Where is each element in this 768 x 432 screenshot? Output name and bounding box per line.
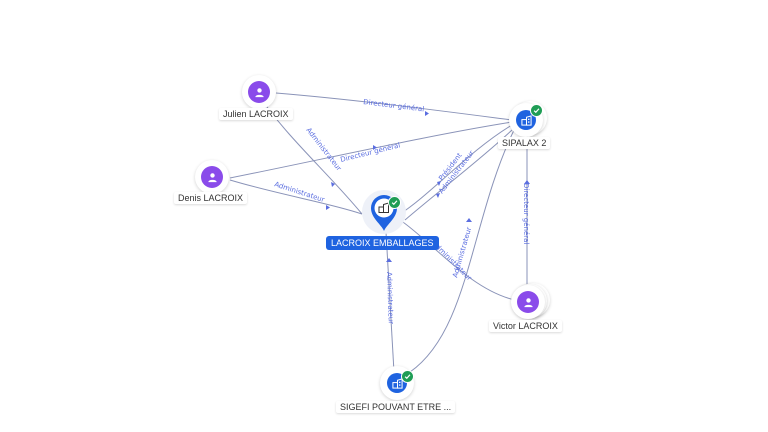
person-avatar — [248, 81, 270, 103]
edge-label-denis-lacroix: Administrateur — [273, 180, 325, 204]
arrow-sipalax-lacroix — [437, 181, 441, 186]
person-icon — [207, 172, 217, 182]
arrow-sipalax-lacroix-2 — [436, 193, 440, 198]
edge-denis-lacroix — [229, 179, 363, 215]
node-label-lacroix-emballages: LACROIX EMBALLAGES — [326, 236, 439, 250]
node-lacroix-emballages[interactable] — [362, 190, 406, 234]
node-label-sigefi: SIGEFI POUVANT ETRE ... — [336, 401, 456, 413]
node-denis-lacroix[interactable] — [195, 160, 229, 194]
building-icon — [520, 114, 532, 126]
edge-label-denis-sipalax: Directeur général — [340, 141, 402, 164]
edge-label-julien-sipalax: Directeur général — [363, 98, 425, 113]
node-label-denis: Denis LACROIX — [174, 192, 248, 204]
arrow-denis-lacroix — [326, 205, 330, 210]
person-icon — [523, 297, 533, 307]
edge-victor-lacroix — [399, 219, 516, 301]
person-icon — [254, 87, 264, 97]
node-sipalax-2[interactable] — [509, 101, 547, 137]
person-avatar — [201, 166, 223, 188]
edge-sigefi-sipalax — [409, 127, 516, 373]
edge-julien-sipalax — [275, 92, 513, 121]
arrow-sigefi-sipalax — [466, 218, 472, 222]
node-label-sipalax: SIPALAX 2 — [498, 137, 551, 149]
node-label-victor: Victor LACROIX — [489, 320, 562, 332]
edge-label-victor-sipalax: Directeur général — [522, 183, 530, 244]
edge-sipalax-lacroix — [399, 124, 513, 215]
node-sigefi[interactable] — [380, 366, 414, 400]
person-avatar — [517, 291, 539, 313]
arrow-denis-sipalax — [373, 145, 377, 150]
edge-label-julien-lacroix: Administrateur — [304, 126, 343, 172]
arrow-julien-lacroix — [331, 182, 335, 187]
arrow-victor-sipalax — [524, 180, 530, 184]
node-label-julien: Julien LACROIX — [219, 108, 293, 120]
verified-check-icon — [530, 104, 543, 117]
node-victor-lacroix[interactable] — [511, 283, 550, 321]
edge-sigefi-lacroix — [385, 231, 395, 373]
node-julien-lacroix[interactable] — [242, 75, 276, 109]
edge-label-sigefi-lacroix: Administrateur — [385, 272, 395, 325]
verified-check-icon — [401, 370, 414, 383]
arrow-julien-sipalax — [425, 111, 429, 116]
arrow-sigefi-lacroix — [386, 258, 392, 262]
verified-check-icon — [388, 196, 401, 209]
